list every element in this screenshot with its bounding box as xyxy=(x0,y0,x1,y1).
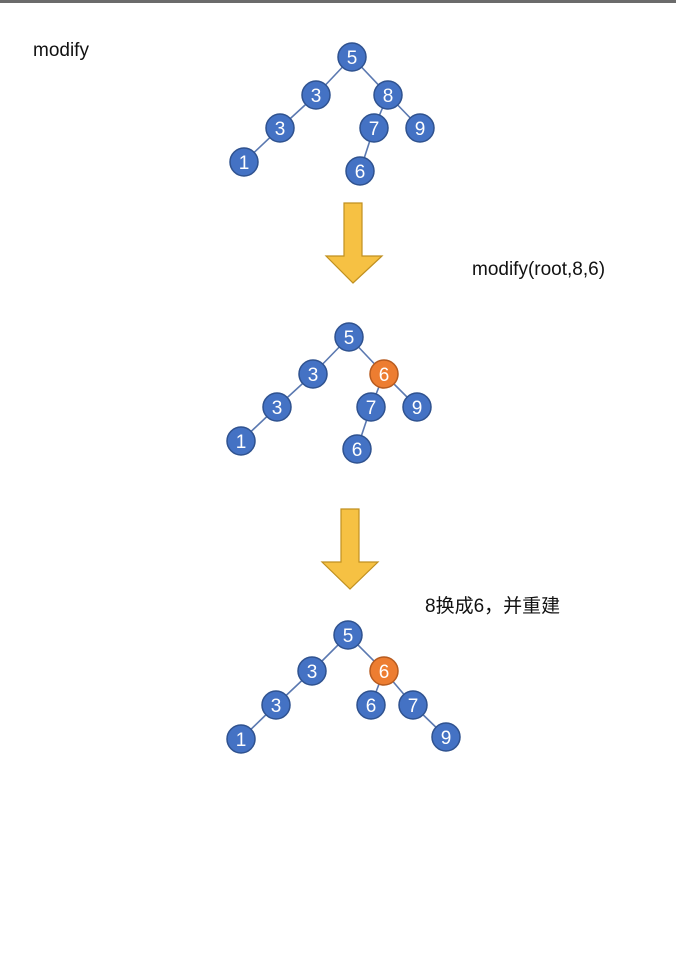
tree-node: 6 xyxy=(345,156,375,186)
node-circle xyxy=(334,322,364,352)
node-value: 3 xyxy=(271,696,282,717)
tree-node: 7 xyxy=(398,690,428,720)
tree-node: 8 xyxy=(373,80,403,110)
node-circle xyxy=(229,147,259,177)
node-value: 5 xyxy=(343,626,354,647)
node-circle xyxy=(261,690,291,720)
node-value: 5 xyxy=(344,328,355,349)
node-value: 3 xyxy=(311,86,322,107)
title-label: modify xyxy=(33,40,89,61)
node-circle xyxy=(431,722,461,752)
node-value: 3 xyxy=(308,365,319,386)
node-circle xyxy=(373,80,403,110)
node-circle xyxy=(345,156,375,186)
step2-label: 8换成6，并重建 xyxy=(425,596,561,617)
down-arrow-1 xyxy=(324,202,384,284)
tree-node: 3 xyxy=(298,359,328,389)
tree-node: 6 xyxy=(342,434,372,464)
node-value: 6 xyxy=(352,440,363,461)
node-value: 9 xyxy=(415,119,426,140)
node-circle xyxy=(369,656,399,686)
node-value: 3 xyxy=(272,398,283,419)
node-circle xyxy=(356,690,386,720)
node-circle xyxy=(342,434,372,464)
node-value: 7 xyxy=(408,696,419,717)
node-circle xyxy=(369,359,399,389)
arrows-layer xyxy=(320,202,384,590)
node-value: 7 xyxy=(366,398,377,419)
node-value: 9 xyxy=(441,728,452,749)
node-value: 7 xyxy=(369,119,380,140)
node-circle xyxy=(226,724,256,754)
node-value: 1 xyxy=(236,432,247,453)
node-circle xyxy=(265,113,295,143)
tree-node: 3 xyxy=(261,690,291,720)
node-value: 9 xyxy=(412,398,423,419)
node-circle xyxy=(337,42,367,72)
tree-node: 1 xyxy=(226,724,256,754)
tree-node: 3 xyxy=(265,113,295,143)
tree-node: 3 xyxy=(301,80,331,110)
node-circle xyxy=(333,620,363,650)
tree-node: 5 xyxy=(333,620,363,650)
step1-label: modify(root,8,6) xyxy=(472,259,606,280)
down-arrow-2 xyxy=(320,508,380,590)
tree-node: 1 xyxy=(229,147,259,177)
node-value: 6 xyxy=(379,662,390,683)
node-value: 8 xyxy=(383,86,394,107)
node-circle xyxy=(398,690,428,720)
node-circle xyxy=(298,359,328,389)
node-value: 1 xyxy=(236,730,247,751)
window-top-border xyxy=(0,0,676,3)
node-value: 6 xyxy=(355,162,366,183)
tree-node: 6 xyxy=(356,690,386,720)
tree-node: 9 xyxy=(431,722,461,752)
node-value: 3 xyxy=(275,119,286,140)
tree-node: 7 xyxy=(359,113,389,143)
node-circle xyxy=(297,656,327,686)
node-circle xyxy=(301,80,331,110)
tree-node: 1 xyxy=(226,426,256,456)
tree-node: 3 xyxy=(262,392,292,422)
node-value: 6 xyxy=(379,365,390,386)
node-circle xyxy=(359,113,389,143)
node-circle xyxy=(356,392,386,422)
node-value: 1 xyxy=(239,153,250,174)
tree-node: 9 xyxy=(402,392,432,422)
node-circle xyxy=(402,392,432,422)
tree-node: 5 xyxy=(337,42,367,72)
node-circle xyxy=(262,392,292,422)
tree-node-highlighted: 6 xyxy=(369,359,399,389)
tree-node: 7 xyxy=(356,392,386,422)
tree-node-highlighted: 6 xyxy=(369,656,399,686)
node-circle xyxy=(405,113,435,143)
node-value: 6 xyxy=(366,696,377,717)
node-value: 3 xyxy=(307,662,318,683)
node-circle xyxy=(226,426,256,456)
node-value: 5 xyxy=(347,48,358,69)
tree-node: 3 xyxy=(297,656,327,686)
tree-node: 5 xyxy=(334,322,364,352)
tree-node: 9 xyxy=(405,113,435,143)
